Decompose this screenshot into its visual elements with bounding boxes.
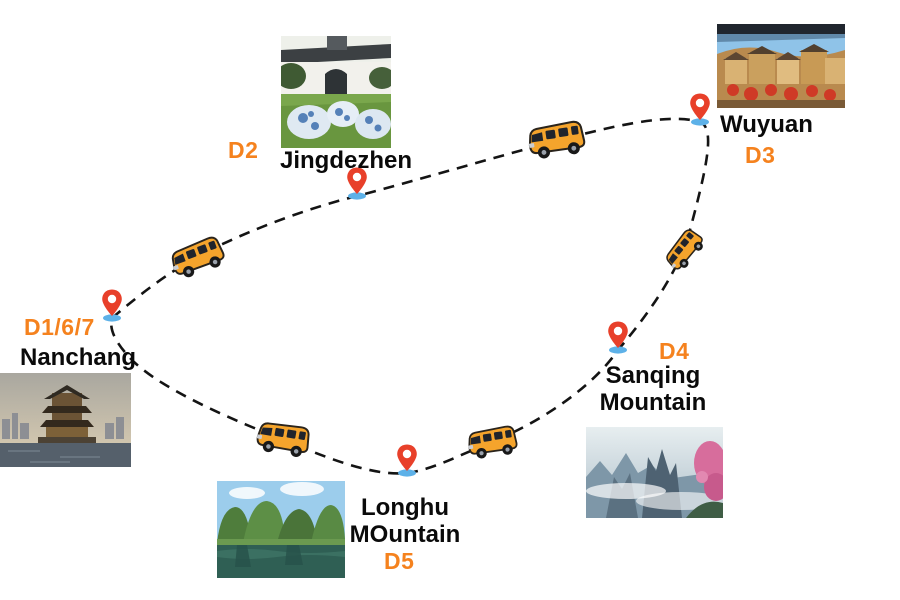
nanchang-pin-icon bbox=[99, 288, 125, 322]
jingdezhen-day-label: D2 bbox=[228, 137, 259, 163]
longhu-photo bbox=[217, 481, 345, 578]
longhu-name-line1: Longhu bbox=[361, 494, 449, 521]
sanqing-name-label: Sanqing Mountain bbox=[588, 362, 718, 416]
nanchang-day-label: D1/6/7 bbox=[24, 314, 95, 340]
wuyuan-name-label: Wuyuan bbox=[720, 111, 813, 138]
longhu-name-line2: MOuntain bbox=[349, 521, 461, 548]
jingdezhen-photo bbox=[281, 36, 391, 148]
tour-van-icon bbox=[522, 114, 589, 164]
longhu-day-label: D5 bbox=[384, 548, 415, 574]
nanchang-name-label: Nanchang bbox=[20, 344, 137, 371]
tour-van-icon bbox=[463, 419, 522, 463]
sanqing-day-label: D4 bbox=[659, 338, 690, 364]
sanqing-pin-icon bbox=[605, 320, 631, 354]
longhu-pin-icon bbox=[394, 443, 420, 477]
sanqing-name-line1: Sanqing bbox=[605, 362, 701, 389]
wuyuan-pin-icon bbox=[687, 92, 713, 126]
longhu-name-label: Longhu MOuntain bbox=[345, 494, 465, 548]
sanqing-name-line2: Mountain bbox=[599, 389, 707, 416]
wuyuan-photo bbox=[717, 24, 845, 108]
nanchang-photo bbox=[0, 373, 131, 467]
sanqing-photo bbox=[586, 427, 723, 518]
wuyuan-day-label: D3 bbox=[745, 142, 776, 168]
jingdezhen-name-label: Jingdezhen bbox=[280, 147, 413, 174]
